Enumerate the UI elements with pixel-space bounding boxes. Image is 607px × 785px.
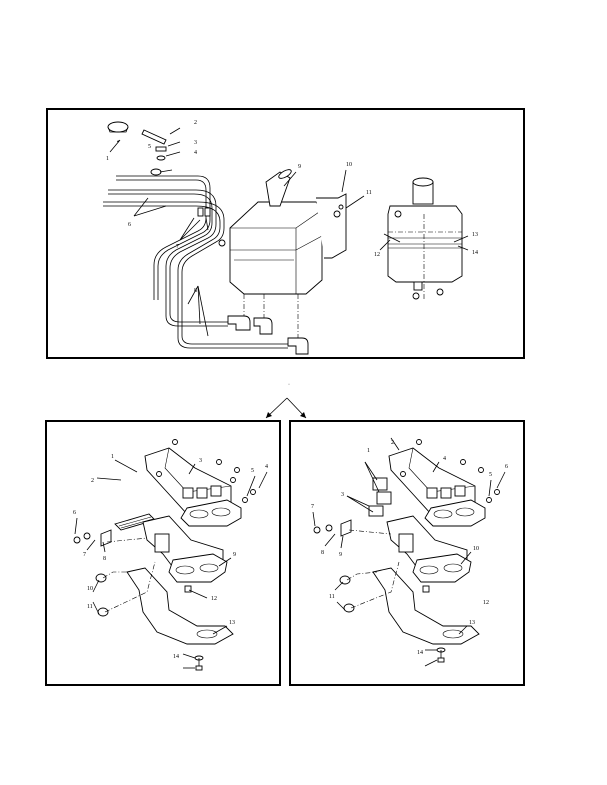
branch-marker: · [288,382,290,388]
clamp-part-b [340,519,352,537]
callout-right-2: 2 [391,440,394,446]
upper-cup-tray-b [424,499,486,527]
callout-top-5: 5 [148,144,151,150]
elbow-fitting-2 [253,317,273,335]
callout-right-4: 4 [443,456,446,462]
callout-left-14: 14 [173,654,179,660]
callout-top-4: 4 [194,150,197,156]
clamp-part [100,529,112,547]
callout-right-14: 14 [417,650,423,656]
callout-right-6: 6 [505,464,508,470]
callout-top-9: 9 [298,164,301,170]
elbow-fitting-3 [287,337,309,355]
callout-top-10: 10 [346,162,352,168]
callout-left-9: 9 [233,552,236,558]
arrow-to-left-panel [265,397,288,419]
arrow-to-right-panel [286,397,307,419]
callout-top-11: 11 [366,190,372,196]
callout-left-3: 3 [199,458,202,464]
callout-top-2: 2 [194,120,197,126]
callout-right-13: 13 [469,620,475,626]
callout-left-1: 1 [111,454,114,460]
cap-part [107,121,129,133]
callout-left-12: 12 [211,596,217,602]
callout-left-10: 10 [87,586,93,592]
callout-right-10: 10 [473,546,479,552]
console-drawing-a: 1 2 3 4 5 6 7 8 9 10 11 12 13 14 [73,439,268,671]
callout-top-1: 1 [106,156,109,162]
tank-exploded-drawing: 1 2 3 4 5 6 7 8 9 10 11 12 13 14 [103,120,478,355]
callout-right-3: 3 [341,492,344,498]
callout-top-8: 8 [194,288,197,294]
mount-bracket [316,193,347,259]
callout-right-9: 9 [339,552,342,558]
callout-top-3: 3 [194,140,197,146]
knob-1 [73,536,81,544]
callout-top-13: 13 [472,232,478,238]
callout-left-13: 13 [229,620,235,626]
callout-top-6: 6 [128,222,131,228]
nut-part [156,155,166,161]
callout-leaders-top [109,127,469,337]
callout-top-7: 7 [176,244,179,250]
callout-right-8: 8 [321,550,324,556]
lower-cup-tray-b [412,553,472,583]
mounting-plate [126,567,234,645]
filler-neck [265,171,291,207]
callout-right-7: 7 [311,504,314,510]
callout-left-6: 6 [73,510,76,516]
elbow-fitting-1 [227,315,251,331]
tank-body [229,201,323,295]
callout-right-1: 1 [367,448,370,454]
lower-cup-tray [168,553,228,583]
callout-top-14: 14 [472,250,478,256]
callout-right-11: 11 [329,594,335,600]
callout-left-8: 8 [103,556,106,562]
callout-top-12: 12 [374,252,380,258]
callout-left-2: 2 [91,478,94,484]
upper-cup-tray [180,499,242,527]
mounting-plate-b [372,567,480,645]
callout-left-5: 5 [251,468,254,474]
right-panel-console-assembly: 1 2 3 4 5 6 7 8 9 10 11 12 13 14 [289,420,525,686]
callout-left-11: 11 [87,604,93,610]
nut-part-2 [150,168,162,176]
washer-part [155,146,167,152]
callout-leaders-right [312,437,506,667]
callout-left-4: 4 [265,464,268,470]
console-drawing-b: 1 2 3 4 5 6 7 8 9 10 11 12 13 14 [311,437,508,667]
callout-right-12: 12 [483,600,489,606]
bolt-part [141,129,167,145]
top-panel-tank-assembly: 1 2 3 4 5 6 7 8 9 10 11 12 13 14 [46,108,525,359]
left-panel-console-assembly: 1 2 3 4 5 6 7 8 9 10 11 12 13 14 [45,420,281,686]
callout-left-7: 7 [83,552,86,558]
callout-right-5: 5 [489,472,492,478]
callout-leaders-left [74,459,268,669]
